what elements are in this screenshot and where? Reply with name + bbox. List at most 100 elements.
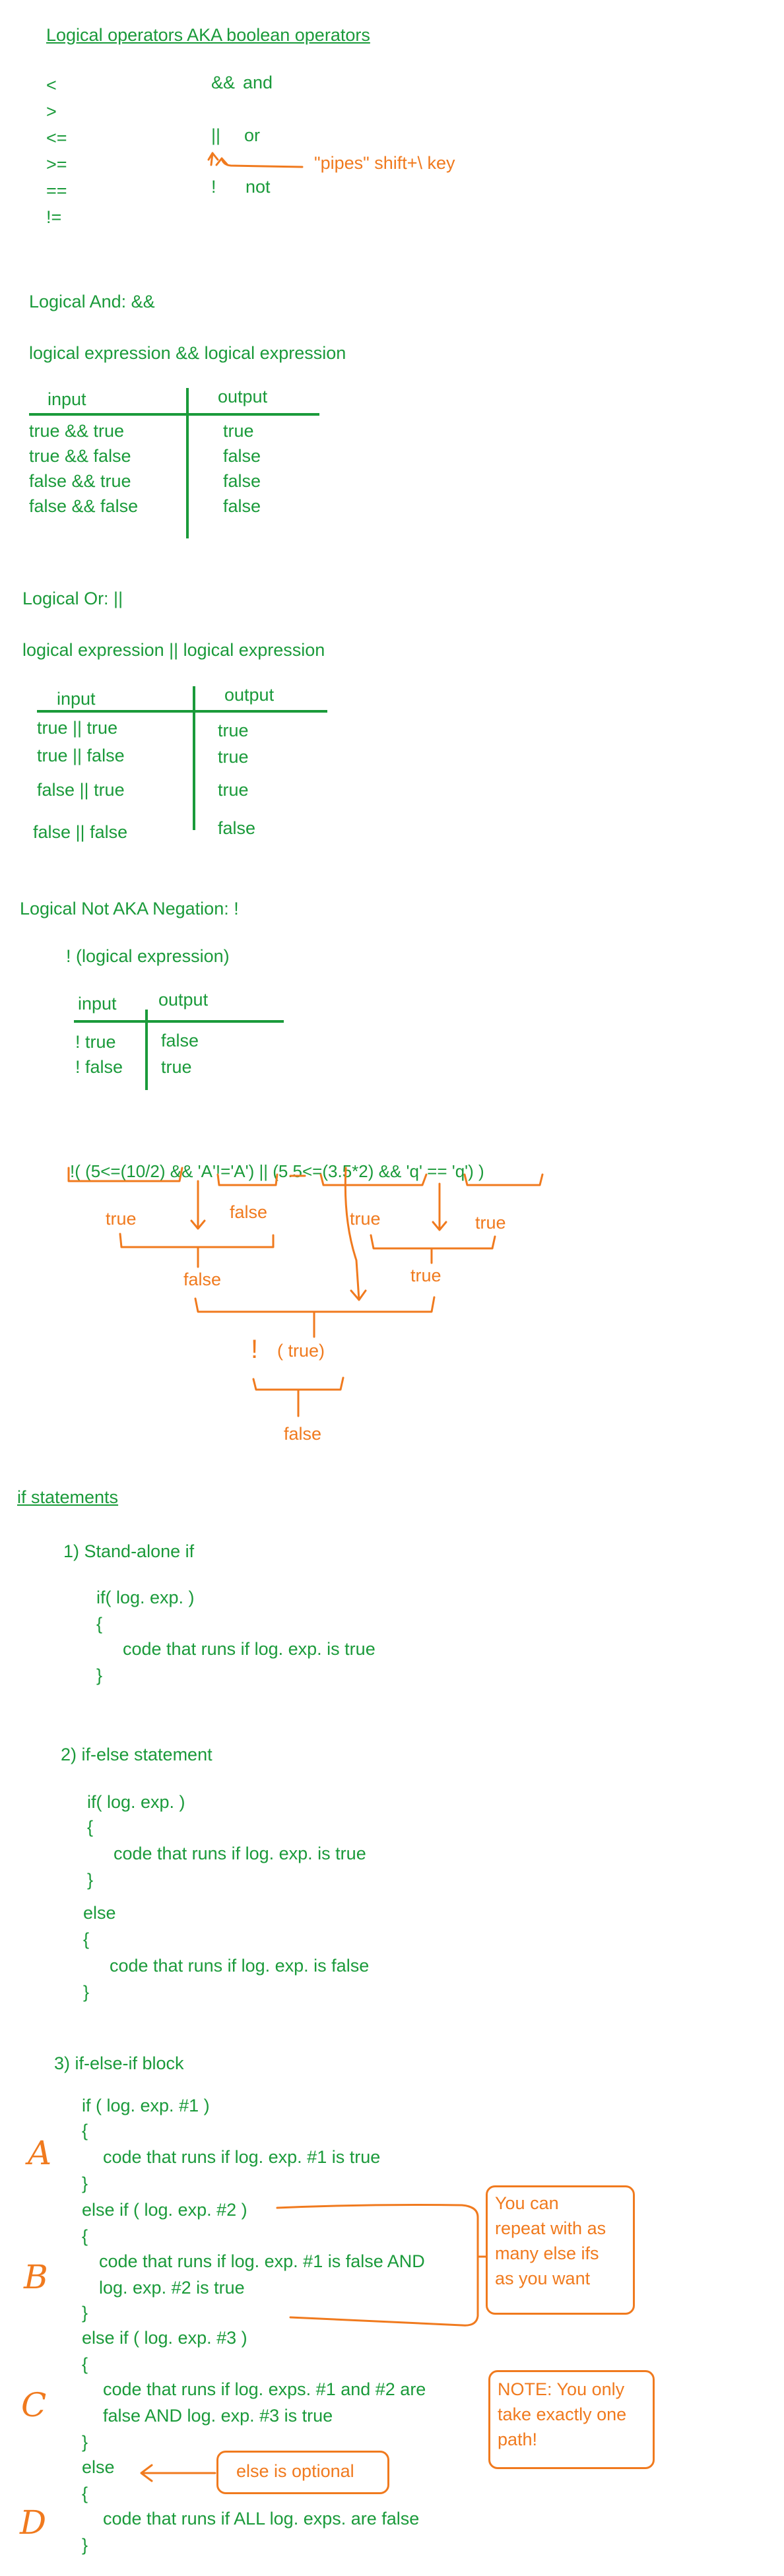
standalone-label: 1) Stand-alone if <box>63 1541 195 1561</box>
eval-arrow-2 <box>432 1182 447 1231</box>
eval-step2-b: true <box>410 1266 441 1285</box>
ifelse-line-4: } <box>87 1870 94 1890</box>
standalone-line-1: if( log. exp. ) <box>96 1588 195 1607</box>
op-or-symbol: || <box>211 125 221 145</box>
ifelseif-line-18: } <box>82 2535 88 2555</box>
ifelse-line-6: { <box>83 1929 90 1949</box>
and-row-3-output: false <box>223 471 261 491</box>
op-less-equal: <= <box>46 128 67 148</box>
eval-step1-d: true <box>475 1213 506 1233</box>
op-not-word: not <box>245 177 271 197</box>
ifelseif-line-2: { <box>82 2121 88 2141</box>
pipes-note: "pipes" shift+\ key <box>314 153 455 173</box>
ifelse-line-1: if( log. exp. ) <box>87 1792 185 1812</box>
not-col-output: output <box>158 990 209 1010</box>
or-row-3-input: false || true <box>37 780 125 800</box>
or-row-1-output: true <box>218 721 249 740</box>
or-row-4-input: false || false <box>33 822 128 842</box>
ifelse-line-3: code that runs if log. exp. is true <box>114 1844 366 1863</box>
or-col-output: output <box>224 685 275 705</box>
ifelse-line-5: else <box>83 1903 116 1923</box>
path-letter-d: D <box>20 2503 47 2542</box>
op-or-word: or <box>244 125 261 145</box>
ifelse-line-2: { <box>87 1817 94 1837</box>
ifelseif-line-11: { <box>82 2354 88 2374</box>
eval-brace-5 <box>119 1233 275 1248</box>
ifelse-line-7: code that runs if log. exp. is false <box>110 1956 370 1976</box>
ifelseif-label: 3) if-else-if block <box>54 2053 184 2073</box>
eval-result: false <box>284 1424 322 1444</box>
note-one-path-box <box>488 2370 655 2469</box>
standalone-line-3: code that runs if log. exp. is true <box>123 1639 376 1659</box>
and-row-4-input: false && false <box>29 496 139 516</box>
ifelse-line-8: } <box>83 1982 90 2002</box>
or-col-input: input <box>57 689 96 709</box>
eval-step3-not: ! <box>251 1335 259 1364</box>
eval-brace-6 <box>370 1234 496 1250</box>
note-one-path-line-2: take exactly one <box>498 2404 627 2424</box>
note-one-path-line-3: path! <box>498 2430 538 2449</box>
op-not-symbol: ! <box>211 177 216 197</box>
not-table-hline <box>74 1020 284 1023</box>
eval-arrow-mid <box>344 1167 367 1301</box>
ifelseif-line-13: false AND log. exp. #3 is true <box>103 2406 333 2426</box>
eval-step2-a: false <box>183 1270 222 1289</box>
note-repeat-line-2: repeat with as <box>495 2218 606 2238</box>
note-repeat-line-1: You can <box>495 2193 559 2213</box>
op-greater-than: > <box>46 102 57 121</box>
ifelseif-line-6: { <box>82 2226 88 2246</box>
ifelseif-line-3: code that runs if log. exp. #1 is true <box>103 2147 381 2167</box>
note-repeat-line-3: many else ifs <box>495 2243 599 2263</box>
ifelse-label: 2) if-else statement <box>61 1745 212 1764</box>
else-optional-arrow <box>140 2464 216 2482</box>
ifelseif-line-14: } <box>82 2432 88 2452</box>
ifelseif-line-16: { <box>82 2484 88 2503</box>
not-heading: Logical Not AKA Negation: ! <box>20 899 239 918</box>
note-repeat-box <box>486 2185 635 2315</box>
page-title: Logical operators AKA boolean operators <box>46 25 370 45</box>
eval-step3-inner: ( true) <box>277 1341 325 1361</box>
and-col-output: output <box>218 387 268 406</box>
or-table-vline <box>193 686 195 830</box>
note-one-path-line-1: NOTE: You only <box>498 2379 625 2399</box>
and-row-4-output: false <box>223 496 261 516</box>
or-row-1-input: true || true <box>37 718 118 738</box>
pipes-arrow-2 <box>207 152 219 166</box>
not-row-2-input: ! false <box>75 1057 123 1077</box>
ifelseif-line-12: code that runs if log. exps. #1 and #2 a… <box>103 2379 426 2399</box>
note-repeat-line-4: as you want <box>495 2269 591 2288</box>
ifelseif-line-1: if ( log. exp. #1 ) <box>82 2096 210 2115</box>
or-table-hline <box>37 710 327 713</box>
or-row-3-output: true <box>218 780 249 800</box>
pipes-arrow <box>215 157 304 168</box>
eval-step1-b: false <box>230 1202 268 1222</box>
standalone-line-4: } <box>96 1665 103 1685</box>
and-row-1-input: true && true <box>29 421 125 441</box>
ifelseif-line-10: else if ( log. exp. #3 ) <box>82 2328 247 2348</box>
eval-arrow-1 <box>190 1180 206 1230</box>
ifelseif-line-17: code that runs if ALL log. exps. are fal… <box>103 2509 420 2528</box>
eval-brace-7 <box>194 1296 436 1313</box>
and-row-3-input: false && true <box>29 471 131 491</box>
not-row-1-input: ! true <box>75 1032 116 1052</box>
or-row-2-input: true || false <box>37 746 125 765</box>
and-table-hline <box>29 413 319 416</box>
eval-expression: !( (5<=(10/2) && 'A'!='A') || (5.5<=(3.5… <box>70 1161 484 1181</box>
ifelseif-line-15: else <box>82 2457 115 2477</box>
and-heading: Logical And: && <box>29 292 155 311</box>
path-letter-b: B <box>24 2258 48 2296</box>
not-row-2-output: true <box>161 1057 192 1077</box>
ifelseif-line-8: log. exp. #2 is true <box>99 2278 245 2298</box>
if-heading: if statements <box>17 1487 119 1507</box>
path-letter-a: A <box>28 2134 52 2172</box>
not-table-vline <box>145 1010 148 1090</box>
eval-step1-c: true <box>350 1209 381 1229</box>
and-col-input: input <box>48 389 86 409</box>
or-expression: logical expression || logical expression <box>22 640 325 660</box>
not-row-1-output: false <box>161 1031 199 1050</box>
path-letter-c: C <box>21 2386 47 2424</box>
not-col-input: input <box>78 994 117 1014</box>
eval-step1-a: true <box>106 1209 137 1229</box>
standalone-line-2: { <box>96 1614 103 1634</box>
